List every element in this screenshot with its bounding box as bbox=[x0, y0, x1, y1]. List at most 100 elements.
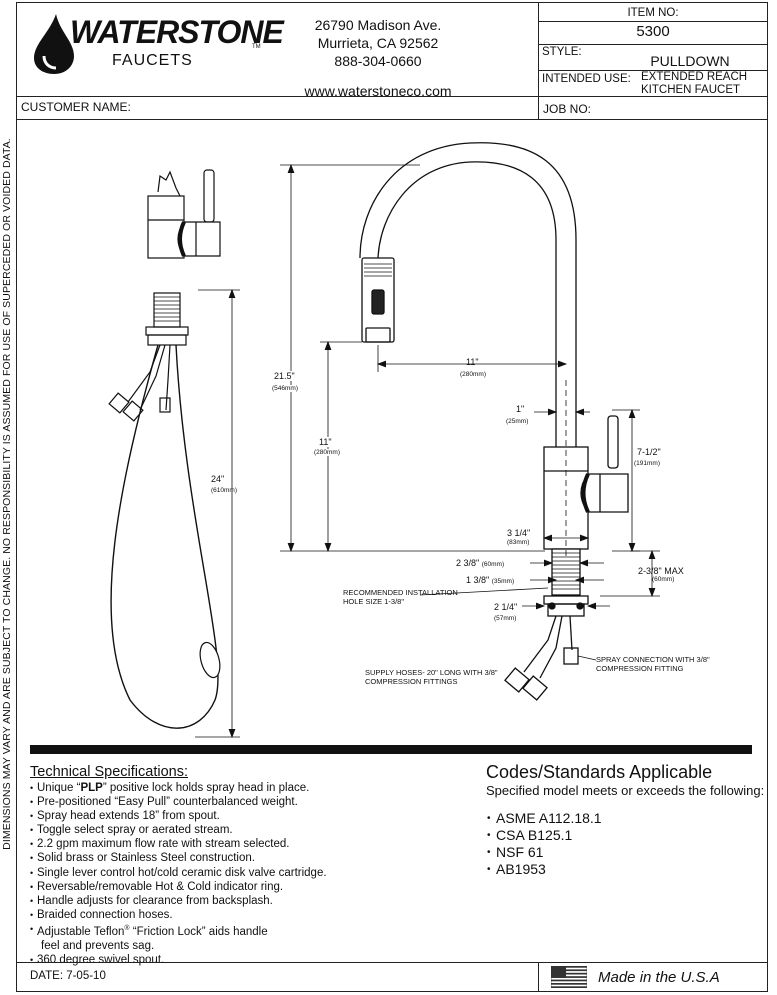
spray-connection-note: SPRAY CONNECTION WITH 3/8" COMPRESSION F… bbox=[596, 655, 710, 673]
job-no-label: JOB NO: bbox=[543, 102, 592, 116]
footer-divider bbox=[16, 962, 768, 963]
mount-nut bbox=[547, 603, 585, 617]
code-item: NSF 61 bbox=[487, 844, 602, 861]
base-width-dim-mm: (57mm) bbox=[494, 615, 517, 622]
intended-use-line-2: KITCHEN FAUCET bbox=[641, 84, 741, 96]
shank-width-dim: 2 3/8" (60mm) bbox=[456, 558, 504, 568]
code-item: ASME A112.18.1 bbox=[487, 810, 602, 827]
side-view-weight bbox=[199, 641, 221, 679]
spec-item: Solid brass or Stainless Steel construct… bbox=[30, 851, 450, 865]
install-note: RECOMMENDED INSTALLATION HOLE SIZE 1-3/8… bbox=[343, 588, 458, 606]
trademark-mark: TM bbox=[252, 44, 261, 50]
code-item: AB1953 bbox=[487, 861, 602, 878]
spout-height-dim: 11" bbox=[319, 437, 332, 447]
supply-hoses-note: SUPPLY HOSES- 20" LONG WITH 3/8" COMPRES… bbox=[365, 668, 498, 686]
item-no-value: 5300 bbox=[636, 23, 670, 40]
item-no-divider bbox=[538, 21, 768, 22]
side-view-spray-fitting bbox=[159, 397, 171, 413]
spec-item: Pre-positioned “Easy Pull” counterbalanc… bbox=[30, 795, 450, 809]
side-view-spray-hose bbox=[165, 344, 171, 411]
spec-item: Reversable/removable Hot & Cold indicato… bbox=[30, 880, 450, 894]
address-line-1: 26790 Madison Ave. bbox=[314, 17, 442, 33]
side-view-fitting-2 bbox=[122, 400, 144, 422]
document-frame bbox=[16, 2, 768, 992]
body-width-dim-mm: (83mm) bbox=[507, 539, 530, 546]
side-view-body bbox=[147, 195, 185, 259]
header-divider bbox=[16, 96, 768, 97]
spout-height-dim-mm: (280mm) bbox=[314, 449, 341, 456]
customer-divider bbox=[16, 119, 768, 120]
us-flag-icon bbox=[551, 966, 587, 988]
codes-list: ASME A112.18.1 CSA B125.1 NSF 61 AB1953 bbox=[487, 810, 602, 878]
handle-height-dim: 7-1/2" bbox=[637, 447, 661, 457]
handle-height-dim-mm: (191mm) bbox=[634, 460, 661, 467]
made-in-usa-label: Made in the U.S.A bbox=[598, 969, 720, 986]
handle-gap-dim-mm: (25mm) bbox=[506, 418, 529, 425]
spray-toggle-button bbox=[371, 289, 385, 315]
install-note-line-2: HOLE SIZE 1-3/8" bbox=[343, 597, 405, 606]
address-line-2: Murrieta, CA 92562 bbox=[317, 35, 439, 51]
install-note-leader bbox=[419, 587, 549, 596]
hole-size-dim: 1 3/8" (35mm) bbox=[466, 575, 514, 585]
shank-max-dim: 2-3/8" MAX bbox=[638, 566, 684, 576]
hole-size-dim-value: 1 3/8" bbox=[466, 575, 490, 585]
install-note-line-1: RECOMMENDED INSTALLATION bbox=[343, 588, 458, 597]
supply-note-line-2: COMPRESSION FITTINGS bbox=[365, 677, 458, 686]
info-box-divider bbox=[538, 2, 539, 119]
item-no-label: ITEM NO: bbox=[627, 7, 679, 19]
codes-subtitle: Specified model meets or exceeds the fol… bbox=[486, 783, 765, 798]
supply-hose-2 bbox=[539, 615, 563, 679]
website-link[interactable]: www.waterstoneco.com bbox=[304, 83, 452, 99]
side-view-handle-lever bbox=[203, 169, 215, 223]
company-address: 26790 Madison Ave. Murrieta, CA 92562 88… bbox=[268, 16, 488, 100]
style-divider bbox=[538, 44, 768, 45]
reach-dim: 11" bbox=[466, 357, 479, 367]
spec-item: Unique “PLP” positive lock holds spray h… bbox=[30, 781, 450, 795]
spec-item: Handle adjusts for clearance from backsp… bbox=[30, 894, 450, 908]
side-view-threaded-shank bbox=[153, 292, 181, 328]
water-drop-icon bbox=[34, 14, 74, 74]
intended-use-label: INTENDED USE: bbox=[542, 73, 631, 85]
code-item: CSA B125.1 bbox=[487, 827, 602, 844]
spray-note-line-2: COMPRESSION FITTING bbox=[596, 664, 684, 673]
total-height-dim-mm: (546mm) bbox=[272, 385, 299, 392]
specs-list: Unique “PLP” positive lock holds spray h… bbox=[30, 781, 450, 967]
shank-max-dim-mm: (60mm) bbox=[652, 576, 675, 583]
brand-subtitle: FAUCETS bbox=[112, 52, 193, 69]
intended-use-line-1: EXTENDED REACH bbox=[641, 71, 748, 83]
hose-length-dim-mm: (610mm) bbox=[211, 487, 238, 494]
shank-width-dim-mm: (60mm) bbox=[481, 561, 505, 568]
style-label: STYLE: bbox=[542, 46, 582, 58]
spray-fitting bbox=[563, 647, 579, 665]
spray-note-line-1: SPRAY CONNECTION WITH 3/8" bbox=[596, 655, 710, 664]
side-view-nut bbox=[147, 334, 187, 346]
body-width-dim: 3 1/4" bbox=[507, 528, 531, 538]
side-view-top-cap bbox=[157, 170, 181, 197]
spec-item: Toggle select spray or aerated stream. bbox=[30, 823, 450, 837]
codes-title: Codes/Standards Applicable bbox=[486, 762, 713, 782]
date-label: DATE: 7-05-10 bbox=[30, 970, 106, 982]
style-value: PULLDOWN bbox=[650, 53, 730, 69]
side-view-handle-hub bbox=[177, 221, 221, 257]
spout-outer bbox=[377, 161, 557, 447]
hose-length-dim: 24" bbox=[211, 474, 225, 484]
reach-dim-mm: (280mm) bbox=[460, 371, 487, 378]
side-view-supply-hose-2 bbox=[139, 344, 166, 411]
spout-inner bbox=[359, 142, 577, 447]
spec-item-teflon: Adjustable Teflon® “Friction Lock” aids … bbox=[30, 922, 450, 953]
spec-item: Braided connection hoses. bbox=[30, 908, 450, 922]
brand-name: WATERSTONE bbox=[70, 14, 284, 50]
supply-note-line-1: SUPPLY HOSES- 20" LONG WITH 3/8" bbox=[365, 668, 498, 677]
footer-vertical-divider bbox=[538, 962, 539, 992]
hole-size-dim-mm: (35mm) bbox=[491, 578, 515, 585]
side-view-fitting-1 bbox=[108, 392, 130, 414]
section-bar bbox=[30, 745, 752, 754]
spray-note-leader bbox=[577, 655, 597, 661]
handle-gap-dim: 1" bbox=[516, 404, 525, 414]
side-view-hose-loop bbox=[110, 344, 219, 729]
waterstone-logo: WATERSTONE TM FAUCETS bbox=[30, 12, 284, 92]
shank-width-dim-value: 2 3/8" bbox=[456, 558, 480, 568]
phone-number: 888-304-0660 bbox=[334, 53, 422, 69]
faucet-handle-lever bbox=[607, 415, 619, 469]
customer-name-label: CUSTOMER NAME: bbox=[21, 100, 131, 114]
